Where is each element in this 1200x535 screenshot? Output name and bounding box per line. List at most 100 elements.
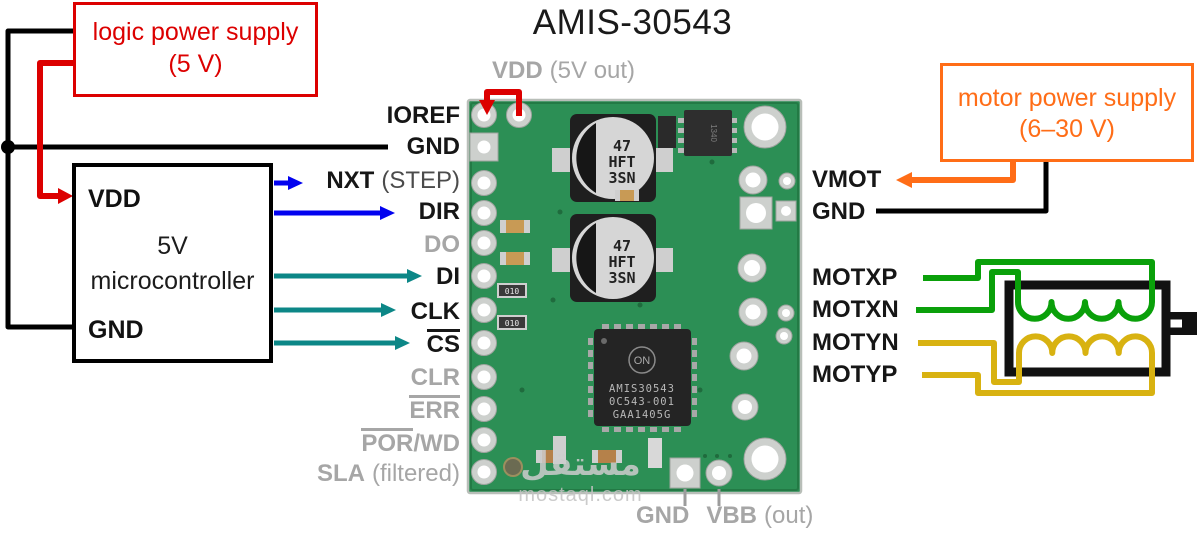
pin-label-motyn: MOTYN	[812, 329, 899, 356]
nxt-arrowhead	[288, 176, 303, 190]
wire-motor-gnd	[876, 160, 1049, 214]
pin-label-cs: CS	[0, 329, 460, 359]
pin-name: CLR	[410, 364, 460, 391]
gnd-wires	[5, 28, 1049, 330]
mcu-vdd-pin: VDD	[88, 185, 141, 213]
pcb-passives: 010 010	[497, 190, 662, 468]
spi-wires	[274, 273, 407, 346]
wire-motyp	[922, 353, 1155, 396]
motor-body	[1004, 280, 1171, 377]
vmot-arrowhead	[896, 172, 912, 188]
pin-suffix: (STEP)	[381, 167, 460, 194]
watermark-domain: mostaql.com	[518, 484, 643, 506]
logic-supply-line2: (5 V)	[168, 50, 223, 78]
pin-label-clr: CLR	[0, 364, 460, 392]
wire-motxp	[923, 259, 1155, 302]
pin-bar: POR	[361, 428, 414, 457]
board-bottom-labels: GND VBB(out)	[636, 502, 813, 530]
pin-name: DI	[436, 263, 460, 290]
pin-suffix: (filtered)	[371, 460, 460, 487]
cap2-value: 47	[613, 237, 631, 255]
cs-arrowhead	[395, 336, 410, 350]
vdd-jumper-arrowhead	[479, 100, 495, 115]
mcu-title-line1: 5V	[157, 232, 188, 260]
pin-name: DO	[424, 231, 460, 258]
pin-name: DIR	[418, 198, 460, 225]
logic-power-supply-box: logic power supply (5 V)	[73, 2, 318, 97]
coil-y	[1016, 333, 1155, 356]
vdd-arrowhead	[58, 188, 73, 204]
pin-label-vmot: VMOT	[812, 166, 882, 193]
ic-marking-2: 0C543-001	[609, 396, 675, 408]
cap2-line3: 3SN	[608, 269, 635, 287]
gnd-junction-dot	[1, 140, 15, 154]
pin-name: CLK	[410, 298, 460, 325]
motor-power-supply-box: motor power supply (6–30 V)	[940, 63, 1194, 162]
ic-marking-1: AMIS30543	[609, 383, 675, 395]
coil-x	[1015, 299, 1155, 322]
motor-supply-line1: motor power supply	[957, 84, 1177, 112]
logic-supply-line1: logic power supply	[92, 18, 299, 46]
pin-label-motxp: MOTXP	[812, 264, 898, 291]
pcb-bronze-via	[503, 457, 523, 477]
soic-marking: 1340	[709, 124, 718, 142]
pin-label-di: DI	[0, 263, 460, 291]
cap2-line2: HFT	[608, 253, 635, 271]
pin-label-gnd-right: GND	[812, 198, 866, 225]
coil-x-wires	[916, 259, 1155, 322]
watermark-logo: مستقل	[520, 444, 641, 483]
pcb-vias	[519, 159, 732, 458]
on-semi-logo: ON	[634, 355, 651, 367]
mcu-gnd-pin: GND	[88, 316, 144, 344]
wire-vdd-jumper	[484, 89, 522, 116]
vdd-out-suffix: (5V out)	[549, 57, 636, 84]
pcb-holes-right	[729, 105, 797, 481]
di-arrowhead	[407, 269, 422, 283]
pin-label-motxn: MOTXN	[812, 296, 899, 323]
ic-marking-3: GAA1405G	[613, 409, 672, 421]
pin-name: NXT	[326, 167, 375, 194]
board-vbb-label: VBB	[706, 502, 758, 529]
stepper-motor-symbol	[1004, 280, 1197, 377]
wire-motyn	[918, 340, 1022, 385]
capacitor-2: 47 HFT 3SN	[552, 214, 673, 302]
on-semi-logo-ring	[628, 346, 656, 374]
wire-vmot	[912, 160, 1016, 183]
main-ic: ON AMIS30543 0C543-001 GAA1405G	[588, 324, 697, 432]
pin-name: SLA	[316, 460, 365, 487]
pin-label-nxt: NXT(STEP)	[0, 167, 460, 195]
pcb-edge-shade	[470, 102, 799, 491]
mcu-title: 5V microcontroller	[76, 229, 269, 299]
pin-bar: CS	[426, 329, 460, 358]
resistor-marking-2: 010	[505, 319, 520, 328]
blue-signal-wires	[274, 180, 380, 216]
cap1-line2: HFT	[608, 153, 635, 171]
microcontroller-box: VDD GND 5V microcontroller	[72, 163, 273, 363]
page-title: AMIS-30543	[532, 3, 733, 42]
pcb-holes-left	[469, 102, 532, 485]
vdd-out-name: VDD	[492, 57, 543, 84]
board-gnd-label: GND	[636, 502, 690, 529]
resistor-marking-1: 010	[505, 287, 520, 296]
cap1-value: 47	[613, 137, 631, 155]
board-vbb-suffix: (out)	[764, 502, 814, 529]
pin-label-gnd: GND	[0, 133, 460, 161]
coil-y-wires	[918, 333, 1155, 396]
watermark: مستقل mostaql.com	[498, 444, 663, 506]
clk-arrowhead	[381, 303, 396, 317]
wire-logic-vdd	[37, 60, 74, 199]
pin-label-clk: CLK	[0, 298, 460, 326]
soic-chip: 1340	[658, 110, 737, 156]
pin-name: GND	[406, 133, 460, 160]
pin-label-err: ERR	[0, 395, 460, 425]
pin-label-ioref: IOREF	[0, 102, 460, 130]
pin-name: IOREF	[386, 102, 460, 129]
board-vdd-label: VDD(5V out)	[492, 57, 635, 85]
pcb-board: 47 HFT 3SN 47 HFT 3SN	[466, 98, 803, 506]
pin-label-porwd: POR/WD	[0, 428, 460, 458]
vdd-wires	[37, 60, 522, 199]
wire-motxn	[916, 269, 1021, 313]
cap1-line3: 3SN	[608, 169, 635, 187]
